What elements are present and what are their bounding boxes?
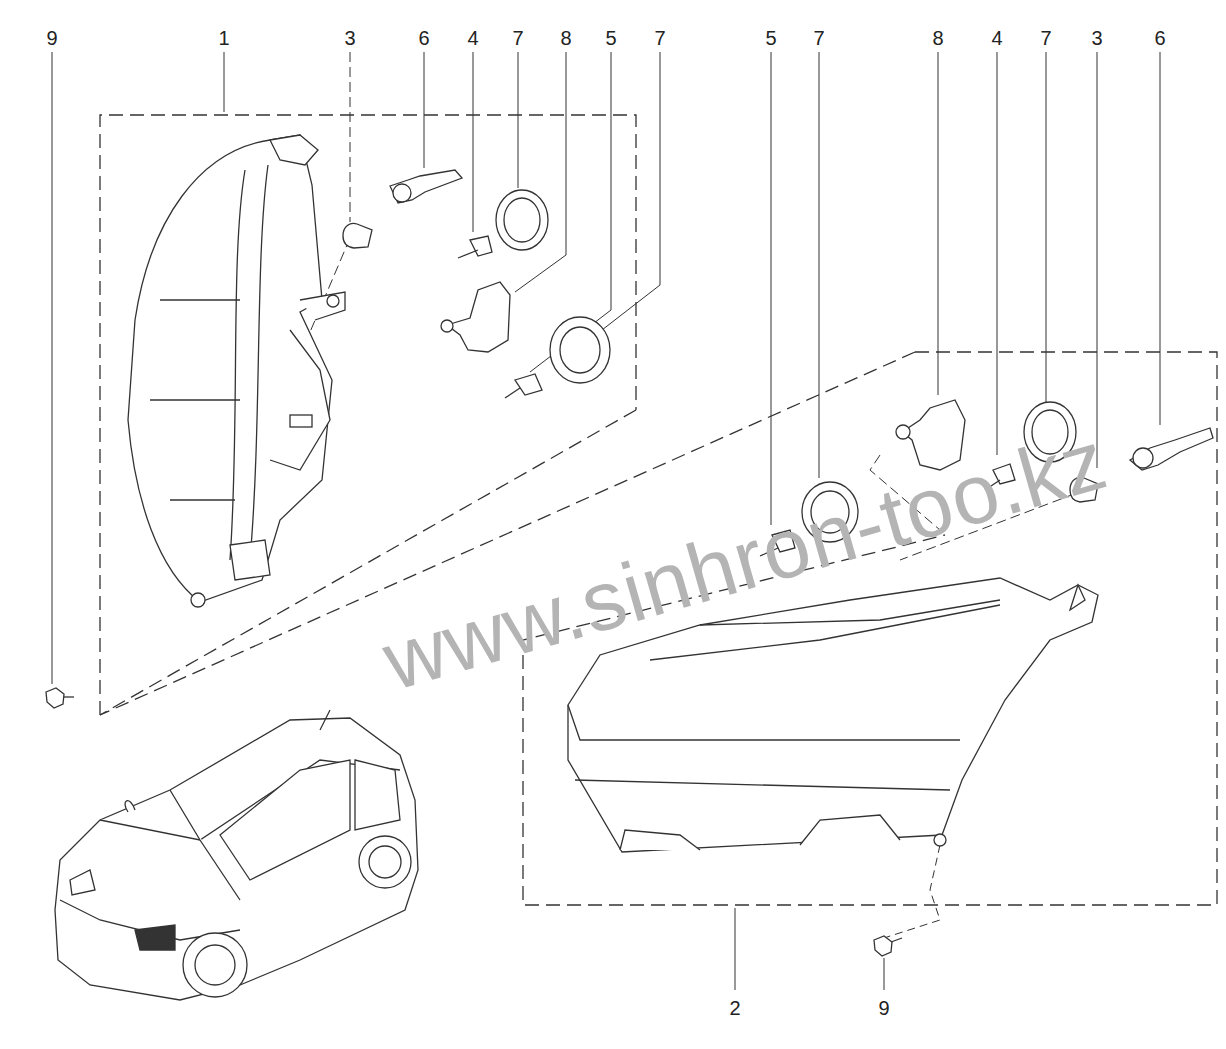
callout-number: 9 (878, 998, 889, 1018)
callout-number: 5 (765, 28, 776, 48)
callout-number: 7 (512, 28, 523, 48)
callout-number: 1 (218, 28, 229, 48)
callout-number: 8 (932, 28, 943, 48)
callout-number: 8 (560, 28, 571, 48)
callout-number: 3 (344, 28, 355, 48)
car-sketch (55, 710, 418, 1000)
callout-number: 7 (654, 28, 665, 48)
callout-number: 4 (467, 28, 478, 48)
callout-number: 3 (1091, 28, 1102, 48)
callout-number: 2 (729, 998, 740, 1018)
left-bulbs (343, 170, 610, 398)
callout-number: 7 (813, 28, 824, 48)
callout-number: 5 (605, 28, 616, 48)
callout-number: 4 (991, 28, 1002, 48)
callout-number: 9 (46, 28, 57, 48)
left-headlamp (128, 135, 345, 607)
callout-number: 6 (1154, 28, 1165, 48)
callout-number: 6 (418, 28, 429, 48)
callout-number: 7 (1040, 28, 1051, 48)
